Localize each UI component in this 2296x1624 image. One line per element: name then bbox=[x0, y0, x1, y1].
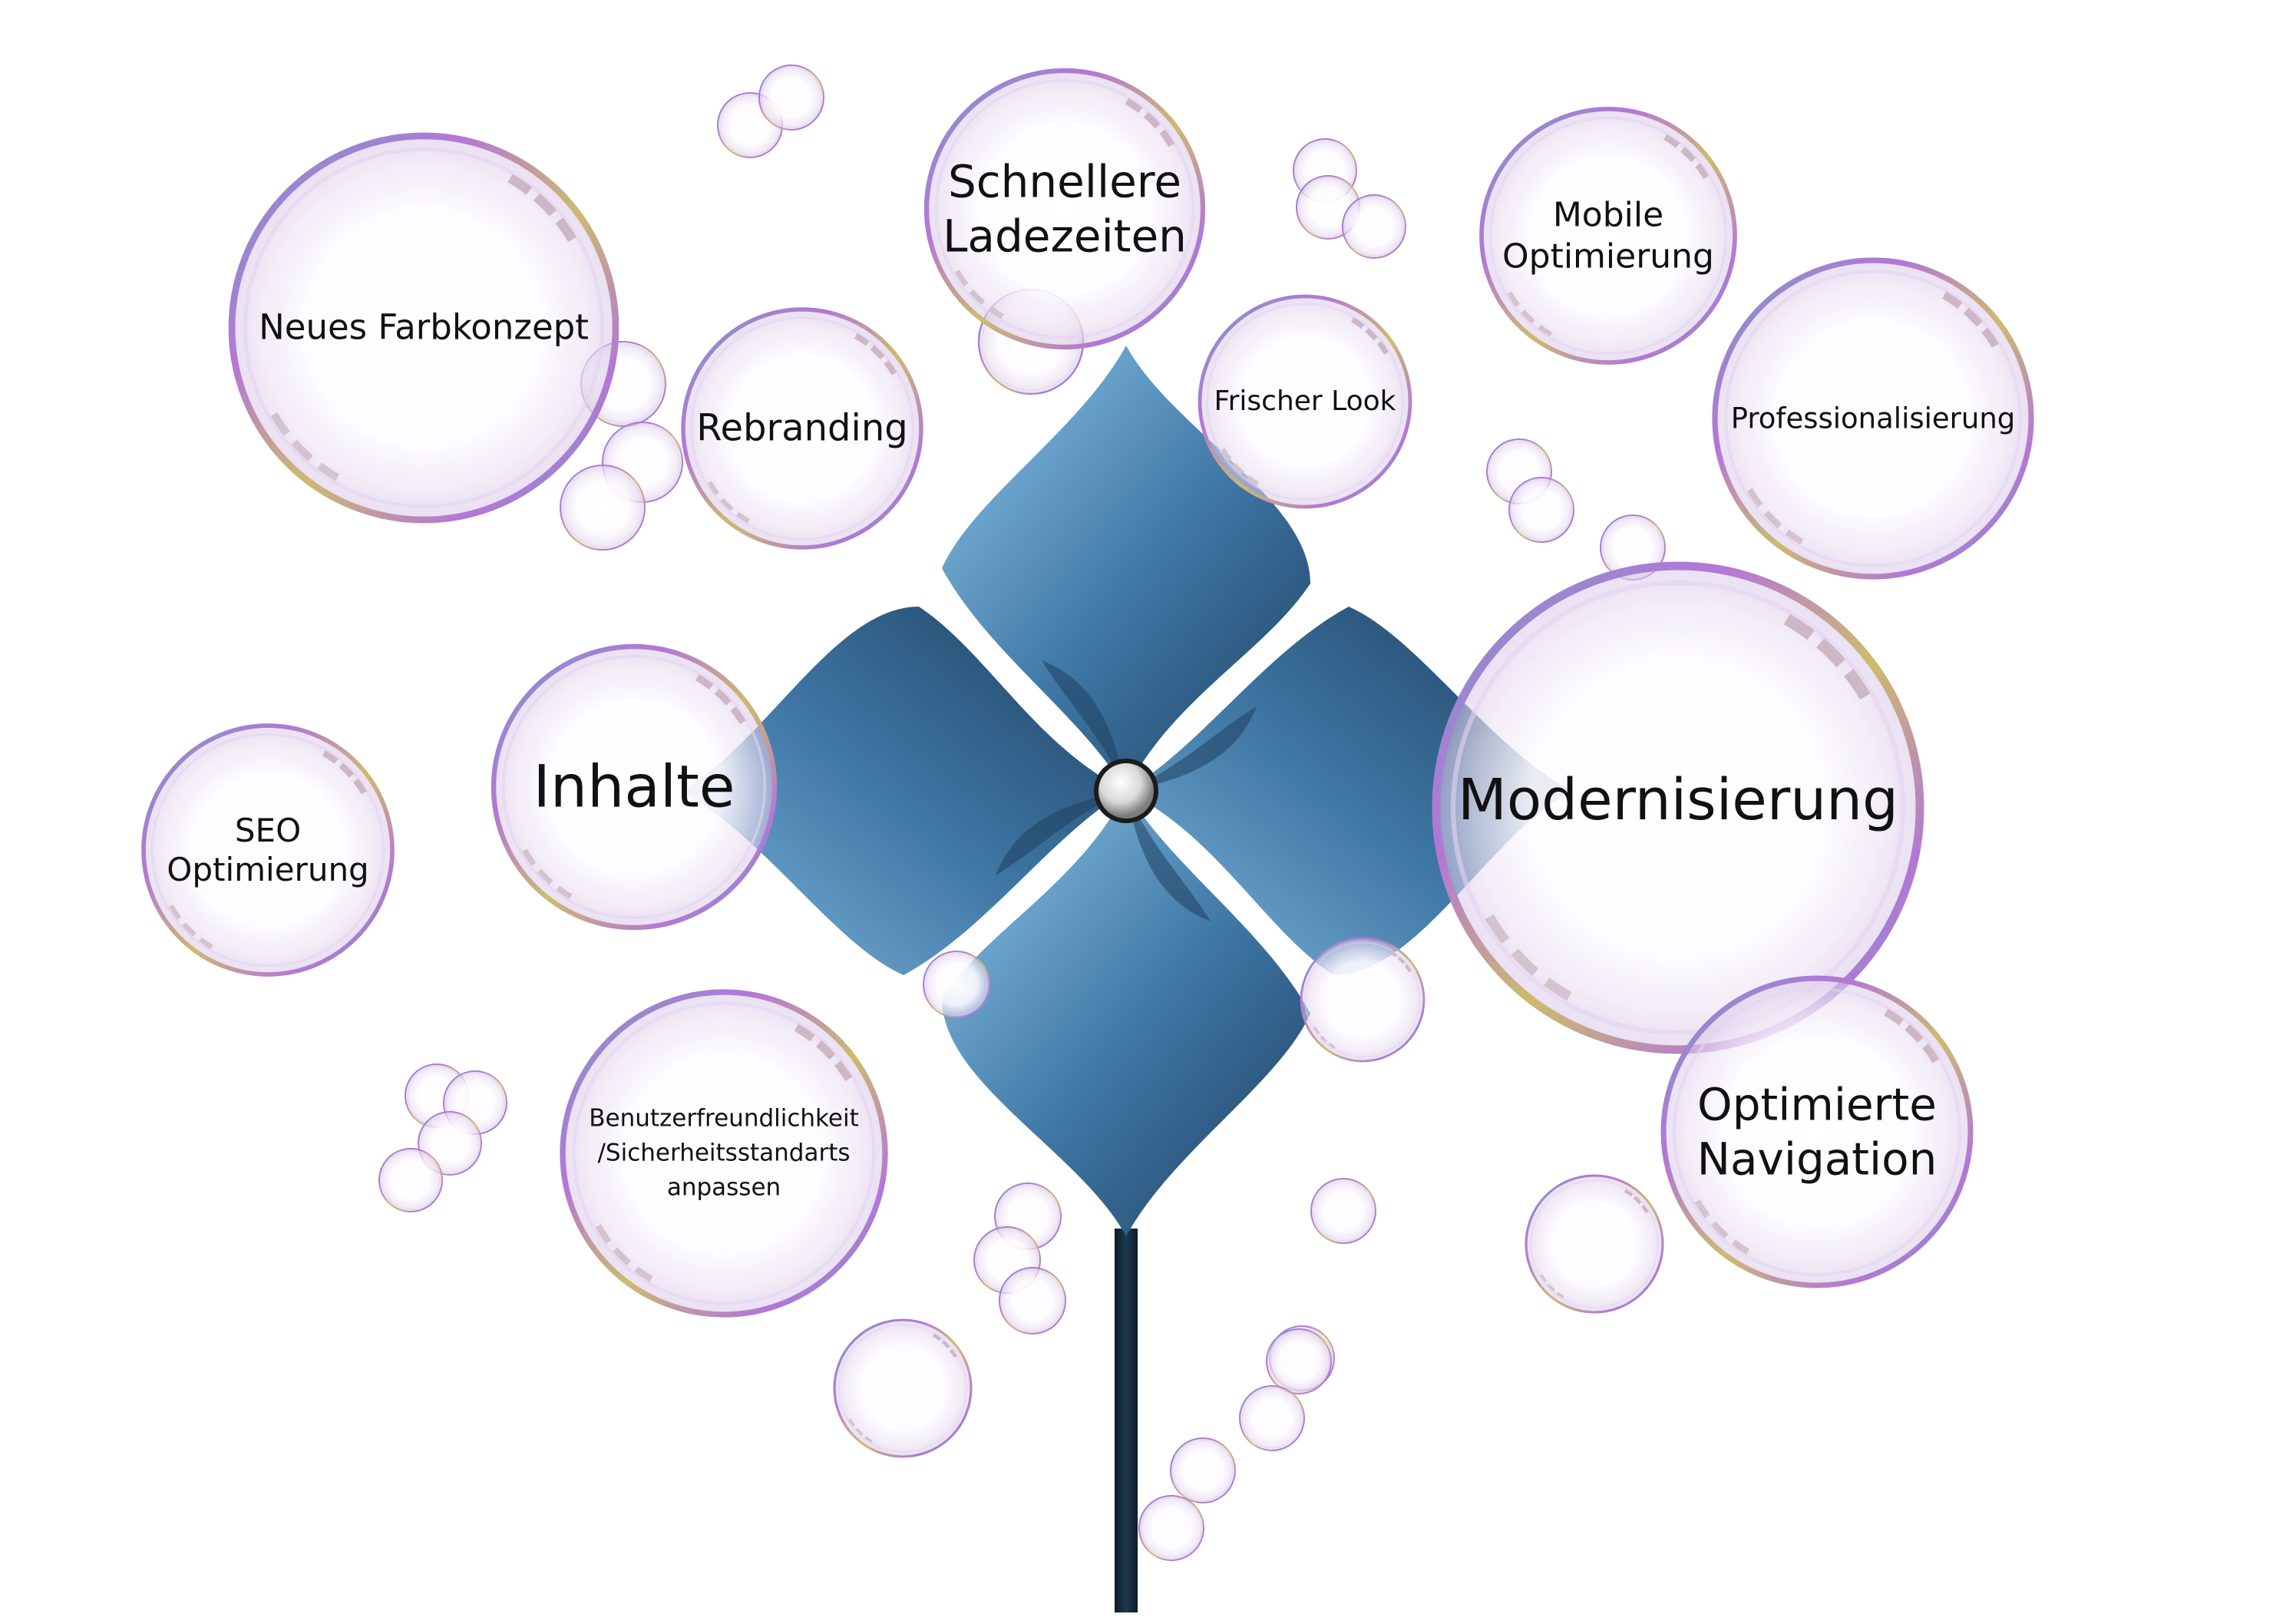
soap-bubble-icon bbox=[1310, 1178, 1376, 1244]
small-bubbles bbox=[378, 64, 1666, 1561]
bubble-label-optimierte-navigation: Optimierte Navigation bbox=[1696, 1078, 1938, 1185]
bubble-label-professionalisierung: Professionalisierung bbox=[1730, 402, 2016, 435]
pinwheel-blade-bottom bbox=[942, 791, 1310, 1236]
bubble-optimierte-navigation bbox=[1660, 975, 1974, 1288]
soap-bubble-icon bbox=[833, 1318, 973, 1458]
bubble-label-neues-farbkonzept: Neues Farbkonzept bbox=[259, 306, 589, 348]
bubble-label-mobile-optimierung: Mobile Optimierung bbox=[1502, 195, 1714, 276]
label-bubbles bbox=[141, 68, 2034, 1318]
bubble-mobile-optimierung bbox=[1479, 107, 1737, 365]
pinwheel-blade-left bbox=[681, 607, 1126, 975]
bubble-label-schnellere-ladezeiten: Schnellere Ladezeiten bbox=[943, 155, 1187, 262]
soap-bubble-icon bbox=[1342, 194, 1406, 259]
bubble-neues-farbkonzept bbox=[228, 132, 619, 524]
bubble-schnellere-ladezeiten bbox=[923, 68, 1206, 350]
bubble-benutzerfreundlichkeit bbox=[560, 989, 888, 1318]
bubble-inhalte bbox=[491, 643, 778, 931]
soap-bubble-icon bbox=[1508, 477, 1574, 543]
pinwheel-stick bbox=[1115, 1229, 1138, 1612]
soap-bubble-icon bbox=[378, 1148, 443, 1212]
soap-bubble-icon bbox=[1170, 1437, 1236, 1503]
soap-bubble-icon bbox=[1266, 1328, 1332, 1394]
bubble-professionalisierung bbox=[1712, 257, 2034, 580]
bubble-rebranding bbox=[681, 307, 923, 550]
bubble-label-seo-optimierung: SEO Optimierung bbox=[167, 811, 369, 888]
soap-bubble-icon bbox=[1239, 1385, 1305, 1451]
bubble-seo-optimierung bbox=[141, 723, 395, 977]
bubble-label-modernisierung: Modernisierung bbox=[1457, 766, 1899, 833]
soap-bubble-icon bbox=[999, 1267, 1066, 1335]
soap-bubble-icon bbox=[923, 951, 990, 1018]
bubble-modernisierung bbox=[1432, 561, 1924, 1054]
bubble-label-inhalte: Inhalte bbox=[533, 752, 735, 821]
bubble-label-rebranding: Rebranding bbox=[696, 406, 908, 450]
soap-bubble-icon bbox=[560, 465, 646, 551]
bubble-frischer-look bbox=[1198, 294, 1412, 509]
bubble-label-frischer-look: Frischer Look bbox=[1214, 385, 1396, 418]
soap-bubble-icon bbox=[1300, 937, 1426, 1063]
soap-bubble-icon bbox=[758, 64, 824, 131]
soap-bubble-icon bbox=[1525, 1174, 1664, 1314]
bubble-label-benutzerfreundlichkeit: Benutzerfreundlichkeit /Sicherheitsstand… bbox=[589, 1104, 859, 1202]
soap-bubble-icon bbox=[1138, 1495, 1204, 1561]
